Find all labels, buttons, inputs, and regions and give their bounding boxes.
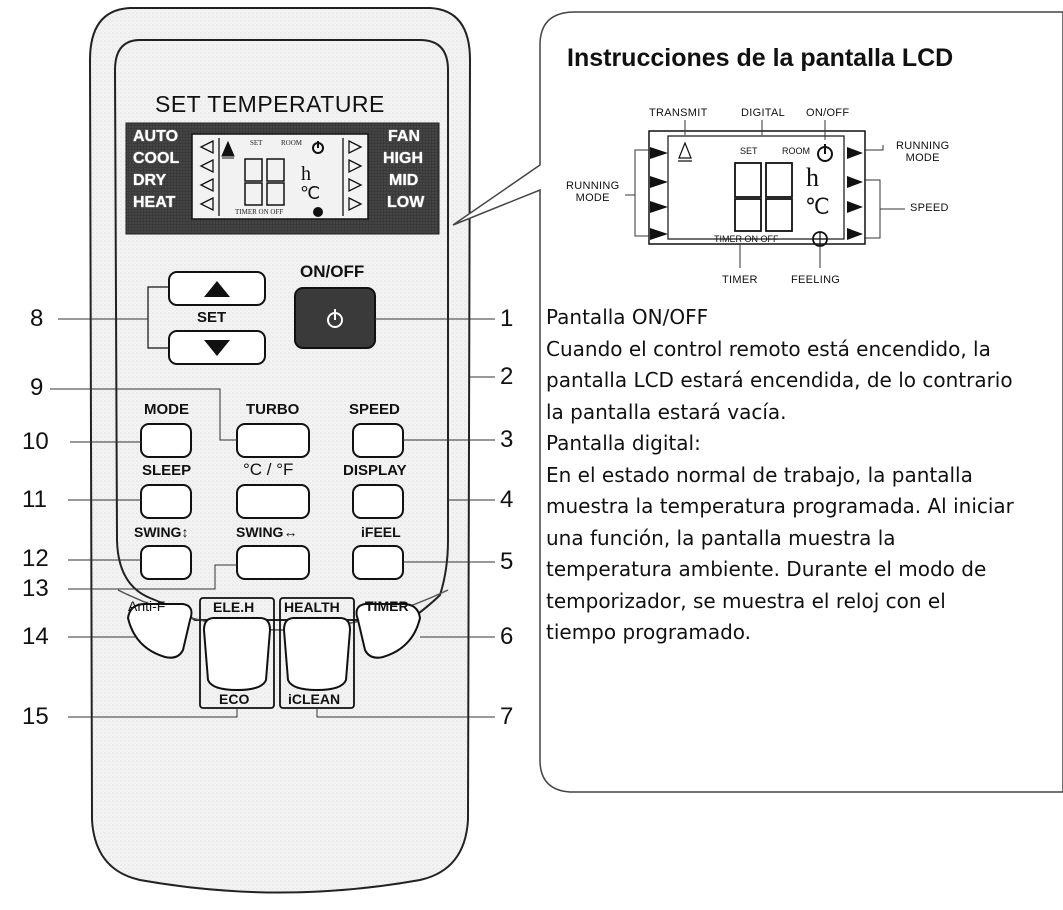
speed-label-low: LOW bbox=[387, 194, 425, 211]
panel-lcd-right-arrows bbox=[847, 147, 863, 240]
iclean-label: iCLEAN bbox=[288, 691, 341, 707]
panel-lcd-left-arrows bbox=[650, 147, 668, 240]
remote-lcd-feeling-icon bbox=[313, 207, 323, 217]
mode-label-dry: DRY bbox=[133, 172, 167, 189]
panel-lcd-hour: h bbox=[806, 163, 819, 192]
unit-label: °C / °F bbox=[243, 460, 294, 479]
arrow-down-icon bbox=[204, 340, 230, 356]
remote-lcd-right-arrows bbox=[342, 138, 363, 216]
speed-label-high: HIGH bbox=[383, 150, 423, 167]
callout-2: 2 bbox=[500, 363, 514, 390]
callout-6: 6 bbox=[500, 623, 514, 650]
panel-lcd-degree: ℃ bbox=[805, 194, 830, 219]
lcd-ann-timer: TIMER bbox=[722, 274, 758, 286]
turbo-label: TURBO bbox=[246, 401, 300, 418]
callout-3: 3 bbox=[500, 426, 514, 453]
panel-title: Instrucciones de la pantalla LCD bbox=[567, 44, 954, 72]
callout-4: 4 bbox=[500, 486, 514, 513]
lcd-ann-feeling: FEELING bbox=[791, 274, 841, 286]
callout-12: 12 bbox=[22, 545, 49, 572]
mode-label-heat: HEAT bbox=[133, 194, 176, 211]
callout-14: 14 bbox=[22, 623, 49, 650]
callout-5: 5 bbox=[500, 548, 514, 575]
remote-lcd-power-icon bbox=[312, 141, 324, 154]
health-iclean-button[interactable] bbox=[282, 617, 352, 692]
remote-lcd-timer-label: TIMER ON OFF bbox=[235, 208, 284, 216]
lcd-ann-onoff: ON/OFF bbox=[806, 107, 850, 119]
speed-label-mid: MID bbox=[389, 172, 419, 189]
panel-lcd-timer-on-off: TIMER ON OFF bbox=[714, 234, 779, 244]
panel-power-icon bbox=[817, 144, 833, 162]
remote-lcd-left-arrows bbox=[199, 138, 220, 216]
sleep-button[interactable] bbox=[140, 484, 192, 519]
speed-label: SPEED bbox=[349, 401, 400, 418]
onoff-label: ON/OFF bbox=[300, 262, 365, 281]
callout-8: 8 bbox=[30, 305, 44, 332]
remote-lcd-digits bbox=[244, 158, 285, 206]
antif-button[interactable] bbox=[126, 603, 193, 659]
ifeel-button[interactable] bbox=[352, 545, 404, 580]
turbo-button[interactable] bbox=[236, 423, 310, 458]
callout-lines-left bbox=[50, 318, 238, 718]
panel-lcd-set-label: SET bbox=[740, 146, 758, 156]
lcd-ann-running-mode-right: RUNNING MODE bbox=[896, 140, 950, 164]
panel-lcd-room-label: ROOM bbox=[782, 146, 810, 156]
sleep-label: SLEEP bbox=[142, 462, 192, 479]
swing-horizontal-label: SWING↔ bbox=[236, 524, 298, 540]
lcd-ann-digital: DIGITAL bbox=[741, 107, 786, 119]
timer-label: TIMER bbox=[365, 598, 409, 614]
panel-annotation-lines bbox=[625, 120, 905, 268]
panel-transmit-icon bbox=[678, 141, 692, 162]
eleh-label: ELE.H bbox=[213, 599, 255, 615]
unit-button[interactable] bbox=[236, 484, 310, 519]
set-bracket bbox=[147, 286, 169, 349]
callout-1: 1 bbox=[500, 305, 514, 332]
callout-11: 11 bbox=[22, 486, 47, 513]
power-icon bbox=[327, 309, 343, 328]
lcd-ann-speed: SPEED bbox=[910, 202, 949, 214]
lcd-ann-transmit: TRANSMIT bbox=[649, 107, 708, 119]
swing-vertical-label: SWING↕ bbox=[134, 524, 189, 540]
remote-title: SET TEMPERATURE bbox=[155, 91, 385, 117]
remote-lcd-degree: ℃ bbox=[300, 183, 321, 203]
mode-label: MODE bbox=[144, 401, 189, 418]
panel-lcd-digits bbox=[734, 162, 793, 232]
swing-vertical-button[interactable] bbox=[140, 545, 192, 580]
callout-7: 7 bbox=[500, 703, 514, 730]
remote-transmit-icon bbox=[221, 140, 235, 159]
eco-label: ECO bbox=[219, 691, 250, 707]
panel-feeling-icon bbox=[812, 231, 828, 247]
mode-button[interactable] bbox=[140, 423, 192, 458]
set-label: SET bbox=[197, 309, 227, 326]
callout-lines-right bbox=[316, 318, 495, 718]
speed-label-fan: FAN bbox=[388, 128, 420, 145]
callout-15: 15 bbox=[22, 703, 49, 730]
lcd-ann-running-mode-left: RUNNING MODE bbox=[566, 180, 620, 204]
remote-lcd-set-label: SET bbox=[250, 139, 263, 147]
remote-lcd-hour: h bbox=[301, 163, 311, 185]
health-label: HEALTH bbox=[284, 599, 340, 615]
panel-lcd-inner bbox=[667, 135, 845, 240]
display-label: DISPLAY bbox=[343, 462, 407, 479]
panel-bubble bbox=[452, 11, 1063, 793]
ifeel-label: iFEEL bbox=[361, 524, 401, 540]
callout-9: 9 bbox=[30, 374, 44, 401]
panel-body-text: Pantalla ON/OFF Cuando el control remoto… bbox=[546, 305, 1014, 644]
callout-13: 13 bbox=[22, 575, 49, 602]
timer-button[interactable] bbox=[355, 603, 422, 659]
mode-label-cool: COOL bbox=[133, 150, 180, 167]
swing-horizontal-button[interactable] bbox=[236, 545, 310, 580]
eleh-eco-button[interactable] bbox=[202, 617, 272, 692]
remote-lcd-room-label: ROOM bbox=[281, 139, 303, 147]
speed-button[interactable] bbox=[352, 423, 404, 458]
display-button[interactable] bbox=[352, 484, 404, 519]
callout-10: 10 bbox=[22, 428, 49, 455]
antif-label: Anti-F bbox=[128, 598, 166, 614]
mode-label-auto: AUTO bbox=[133, 128, 179, 145]
arrow-up-icon bbox=[204, 281, 230, 297]
